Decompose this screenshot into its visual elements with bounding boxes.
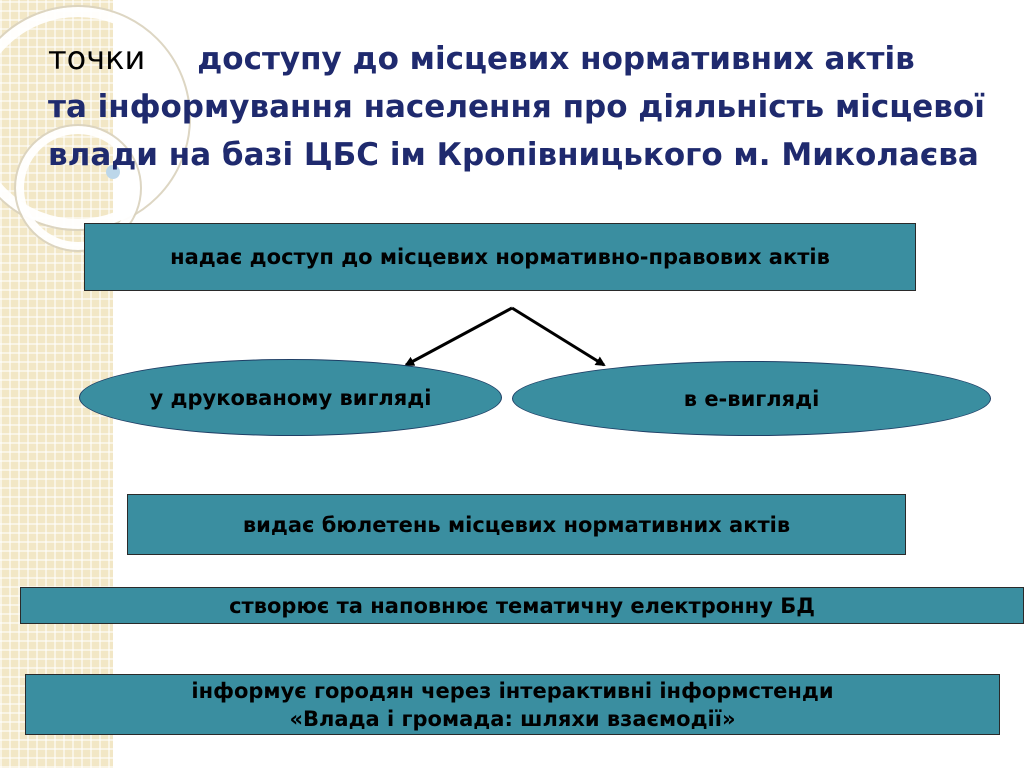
- box-info-stands-line-2: «Влада і громада: шляхи взаємодії»: [289, 706, 736, 731]
- box-bulletin: видає бюлетень місцевих нормативних акті…: [127, 494, 906, 555]
- slide-title: точки доступу до місцевих нормативних акт…: [48, 34, 988, 179]
- box-database: створює та наповнює тематичну електронну…: [20, 587, 1024, 624]
- box-bulletin-label: видає бюлетень місцевих нормативних акті…: [242, 512, 791, 537]
- ellipse-electronic-form: в е-вигляді: [512, 361, 991, 436]
- box-access-acts-label: надає доступ до місцевих нормативно-прав…: [170, 245, 830, 269]
- ellipse-print-form: у друкованому вигляді: [79, 359, 502, 436]
- title-line-3: влади на базі ЦБС ім Кропівницького м. М…: [48, 137, 979, 173]
- box-access-acts: надає доступ до місцевих нормативно-прав…: [84, 223, 916, 291]
- arrow-to-print: [404, 306, 513, 367]
- box-info-stands: інформує городян через інтерактивні інфо…: [25, 674, 1000, 735]
- box-info-stands-line-1: інформує городян через інтерактивні інфо…: [191, 678, 834, 703]
- title-line-1: доступу до місцевих нормативних актів: [197, 41, 915, 77]
- ellipse-print-form-label: у друкованому вигляді: [149, 385, 432, 410]
- ellipse-electronic-form-label: в е-вигляді: [683, 386, 820, 411]
- arrow-to-electronic: [511, 306, 606, 367]
- title-line-2: та інформування населення про діяльність…: [48, 89, 985, 125]
- title-lead: точки: [48, 39, 146, 77]
- box-database-label: створює та наповнює тематичну електронну…: [229, 593, 815, 618]
